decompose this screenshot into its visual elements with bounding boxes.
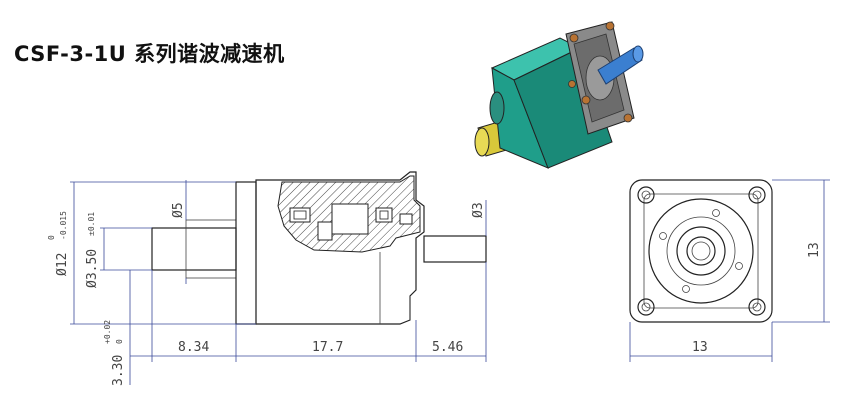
flange-outline: [629, 179, 773, 323]
side-section-view: [151, 171, 487, 325]
dim-dia3-50-tol: ±0.01: [87, 212, 96, 236]
dim-side-13-vertical: 13: [807, 242, 822, 258]
dim-len-3-30: 3.30: [111, 355, 126, 386]
gearbox-3d-view: [474, 21, 644, 169]
dim-dia12: Ø12: [55, 253, 70, 276]
input-shaft: [151, 227, 237, 271]
dimension-labels: Ø12 0 -0.015 Ø3.50 ±0.01 Ø5 Ø3 3.30 +0.0…: [47, 202, 822, 386]
dim-side-13-horizontal: 13: [692, 340, 708, 355]
dim-len-17-7: 17.7: [312, 340, 343, 355]
dim-dia12-tol-upper: 0: [47, 235, 56, 240]
page-title: CSF-3-1U 系列谐波减速机: [14, 42, 285, 66]
dim-len-8-34: 8.34: [178, 340, 209, 355]
dim-len-3-30-tol-lower: 0: [115, 339, 124, 344]
output-shaft: [423, 235, 487, 263]
dim-dia3-50: Ø3.50: [85, 249, 100, 288]
bearing-icons: [289, 203, 413, 241]
housing-outline: [255, 171, 425, 325]
dim-len-5-46: 5.46: [432, 340, 463, 355]
bolt-hole-icons: [659, 209, 743, 293]
front-view: [629, 179, 773, 323]
dim-dia5: Ø5: [171, 202, 186, 218]
output-shaft-3d: [597, 45, 644, 85]
flange-3d: [565, 21, 635, 135]
dim-dia12-tol-lower: -0.015: [59, 211, 68, 240]
dim-dia3: Ø3: [471, 202, 486, 218]
mount-hole-icons: [637, 186, 766, 316]
bolt-icons-3d: [568, 21, 633, 123]
dimension-lines: [70, 179, 830, 385]
dim-len-3-30-tol-upper: +0.02: [103, 320, 112, 344]
